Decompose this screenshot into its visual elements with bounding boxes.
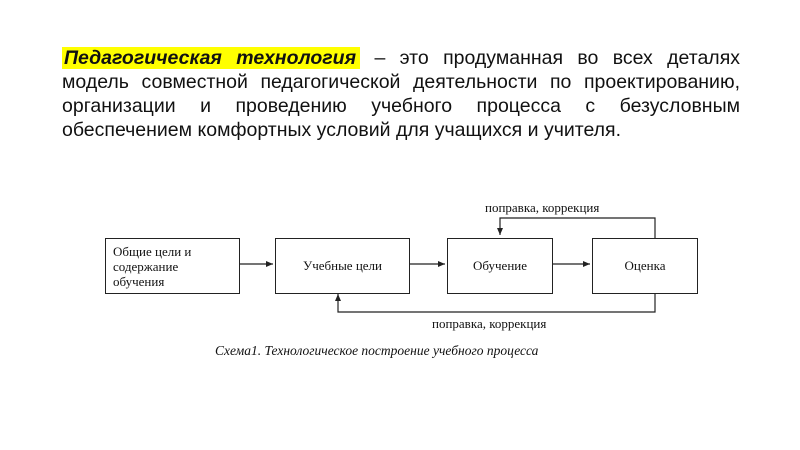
box-assessment-label: Оценка (624, 258, 666, 273)
box-learning-goals-label: Учебные цели (302, 258, 382, 273)
definition-paragraph: Педагогическая технология – это продуман… (62, 46, 740, 142)
definition-term: Педагогическая технология (62, 47, 361, 69)
feedback-label-top: поправка, коррекция (485, 200, 600, 215)
box-general-goals-line1: Общие цели и (113, 243, 192, 259)
box-general-goals: Общие цели и содержание обучения (105, 238, 240, 294)
box-learning-goals: Учебные цели (275, 238, 410, 294)
box-general-goals-line3: обучения (113, 273, 165, 289)
box-learning: Обучение (447, 238, 553, 294)
diagram-caption: Схема1. Технологическое построение учебн… (215, 343, 539, 358)
box-assessment: Оценка (592, 238, 698, 294)
definition-text: – это продуманная во всех деталях модель… (62, 47, 740, 141)
feedback-loop-bottom (335, 292, 656, 313)
feedback-loop-top (497, 217, 656, 238)
feedback-label-bottom: поправка, коррекция (432, 316, 547, 331)
box-general-goals-text: Общие цели и содержание обучения (113, 244, 191, 289)
box-learning-label: Обучение (473, 258, 527, 273)
box-general-goals-line2: содержание (113, 258, 179, 274)
